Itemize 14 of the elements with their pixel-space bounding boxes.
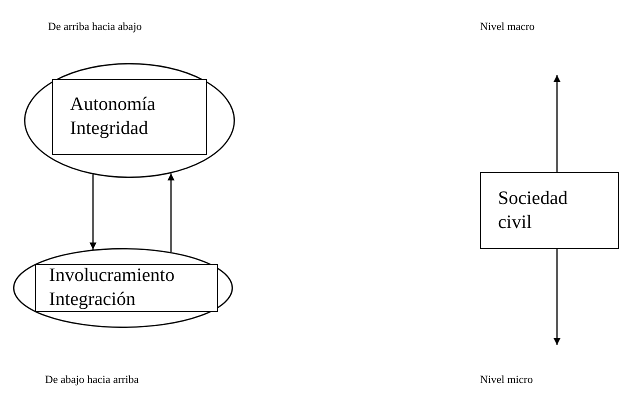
box-text: Autonomía Integridad [70,93,156,141]
note-text: De arriba hacia abajo [48,21,142,33]
note-text: Nivel micro [480,374,533,386]
text-box [480,172,619,249]
note-text: De abajo hacia arriba [45,374,139,386]
text-box [52,79,207,155]
arrow [554,75,560,172]
arrow [554,249,560,345]
note-text: Nivel macro [480,21,535,33]
box-text: Involucramiento Integración [49,265,176,311]
box-text: Sociedad civil [498,186,569,234]
text-box [35,264,218,312]
arrow [90,174,96,250]
arrow [168,173,174,252]
